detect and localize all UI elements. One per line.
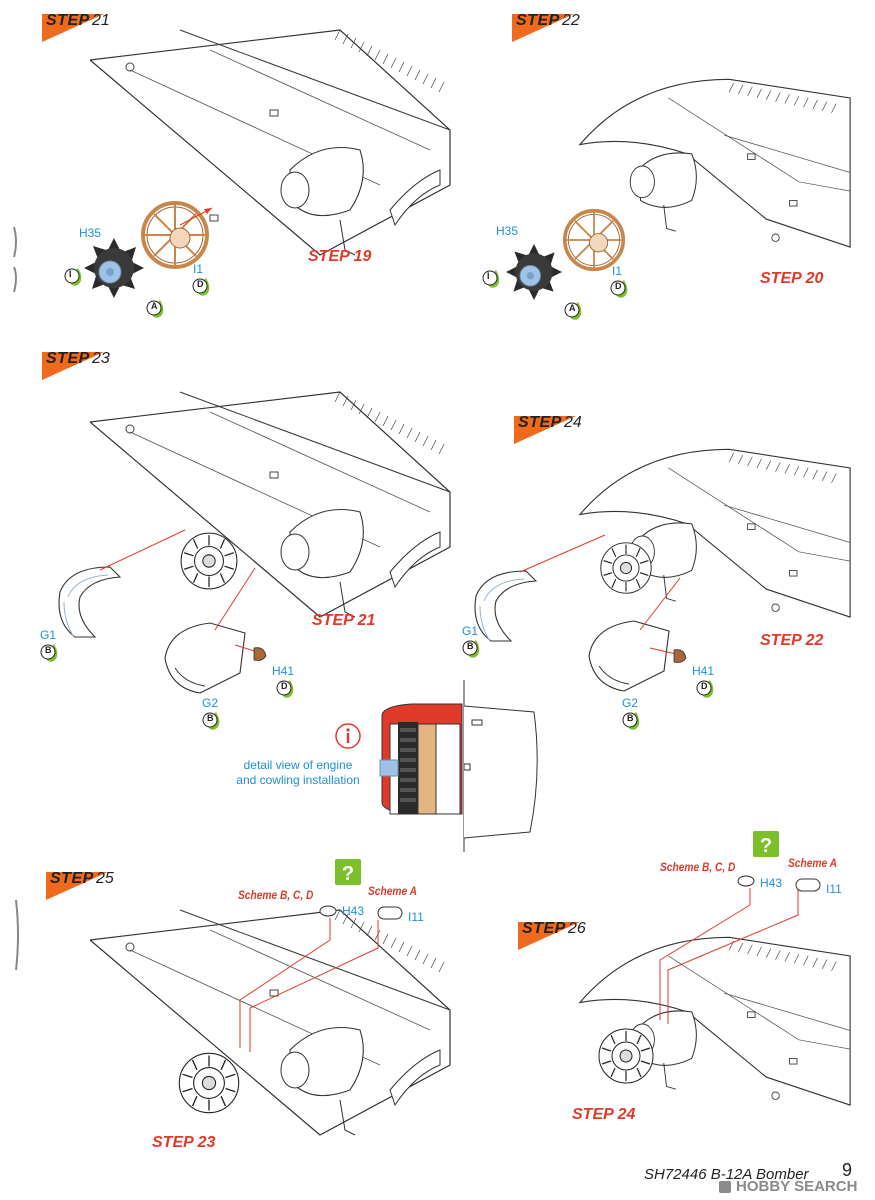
paint-code-letter: D — [197, 279, 204, 289]
part-label-g1: G1 — [40, 628, 57, 642]
watermark-logo-icon — [719, 1181, 731, 1193]
sprue-part-icon — [13, 226, 17, 293]
paint-code-letter: B — [207, 713, 214, 723]
footer-title: SH72446 B-12A Bomber — [644, 1166, 809, 1183]
svg-text:?: ? — [342, 863, 354, 885]
paint-code-b: B — [462, 638, 482, 660]
part-label-g2: G2 — [622, 696, 639, 710]
step-word: STEP — [518, 414, 562, 431]
scheme-a-label: Scheme A — [368, 884, 417, 898]
paint-code-b: B — [622, 710, 642, 732]
svg-text:?: ? — [760, 835, 772, 857]
paint-code-letter: B — [627, 713, 634, 723]
paint-code-i: I — [482, 268, 502, 290]
step-number: 22 — [562, 12, 580, 29]
paint-code-letter: B — [45, 645, 52, 655]
part-label-i11: I11 — [408, 910, 424, 924]
scheme-bcd-label: Scheme B, C, D — [238, 888, 314, 902]
paint-code-d: D — [696, 678, 716, 700]
paint-code-letter: A — [569, 303, 576, 313]
part-label-g1: G1 — [462, 624, 479, 638]
paint-code-i: I — [64, 266, 84, 288]
paint-code-d: D — [276, 678, 296, 700]
question-mark-icon: ? — [334, 858, 362, 886]
part-label-h43: H43 — [760, 876, 783, 890]
step-number: 24 — [564, 414, 582, 431]
part-h43-icon — [737, 875, 755, 887]
sprue-part-icon — [15, 899, 19, 971]
part-h43-icon — [319, 905, 337, 917]
part-label-i1: I1 — [612, 264, 623, 278]
step-word: STEP — [46, 12, 90, 29]
reference-step-22: STEP 22 — [760, 632, 824, 649]
reference-step-23: STEP 23 — [152, 1134, 216, 1151]
step-24-header: STEP 24 — [514, 414, 582, 444]
step-25-header: STEP 25 — [46, 870, 114, 900]
part-h41-icon — [673, 649, 687, 663]
part-label-h35: H35 — [79, 226, 102, 240]
step-number: 26 — [568, 920, 586, 937]
part-label-h41: H41 — [272, 664, 295, 678]
step-word: STEP — [50, 870, 94, 887]
scheme-bcd-label: Scheme B, C, D — [660, 860, 736, 874]
part-label-h43: H43 — [342, 904, 365, 918]
paint-code-a: A — [564, 300, 584, 322]
step-number: 23 — [92, 350, 110, 367]
step-word: STEP — [46, 350, 90, 367]
step-word: STEP — [522, 920, 566, 937]
paint-code-b: B — [40, 642, 60, 664]
reference-step-20: STEP 20 — [760, 270, 824, 287]
step-22-header: STEP 22 — [512, 12, 580, 42]
info-icon — [334, 722, 362, 750]
step-number: 21 — [92, 12, 110, 29]
reference-step-24: STEP 24 — [572, 1106, 636, 1123]
paint-code-letter: I — [487, 271, 490, 281]
info-icon-graphic — [335, 723, 361, 749]
detail-caption-line-1: detail view of engine — [243, 758, 353, 772]
part-label-h41: H41 — [692, 664, 715, 678]
step-26-header: STEP 26 — [518, 920, 586, 950]
detail-view-caption: detail view of engine and cowling instal… — [228, 758, 368, 788]
part-i11-icon — [795, 878, 821, 892]
step-word: STEP — [516, 12, 560, 29]
paint-code-letter: D — [701, 681, 708, 691]
page-number: 9 — [842, 1160, 853, 1180]
watermark-text: HOBBY SEARCH — [736, 1178, 858, 1195]
paint-code-letter: D — [281, 681, 288, 691]
reference-step-21: STEP 21 — [312, 612, 376, 629]
reference-step-19: STEP 19 — [308, 248, 372, 265]
paint-code-letter: D — [615, 281, 622, 291]
part-i11-icon — [377, 906, 403, 920]
part-label-i11: I11 — [826, 882, 842, 896]
paint-code-letter: A — [151, 301, 158, 311]
part-label-g2: G2 — [202, 696, 219, 710]
step-23-header: STEP 23 — [42, 350, 110, 380]
paint-code-b: B — [202, 710, 222, 732]
question-mark-icon-graphic: ? — [753, 831, 779, 857]
scheme-a-label: Scheme A — [788, 856, 837, 870]
part-label-h35: H35 — [496, 224, 519, 238]
paint-code-a: A — [146, 298, 166, 320]
paint-code-d: D — [192, 276, 212, 298]
part-label-i1: I1 — [193, 262, 204, 276]
detail-caption-line-2: and cowling installation — [236, 773, 360, 787]
part-h41-icon — [253, 647, 267, 661]
step-number: 25 — [96, 870, 114, 887]
question-mark-icon-graphic: ? — [335, 859, 361, 885]
paint-code-d: D — [610, 278, 630, 300]
step-21-header: STEP 21 — [42, 12, 110, 42]
paint-code-letter: I — [69, 269, 72, 279]
question-mark-icon: ? — [752, 830, 780, 858]
paint-code-letter: B — [467, 641, 474, 651]
engine-cowling-detail-view — [379, 680, 538, 852]
